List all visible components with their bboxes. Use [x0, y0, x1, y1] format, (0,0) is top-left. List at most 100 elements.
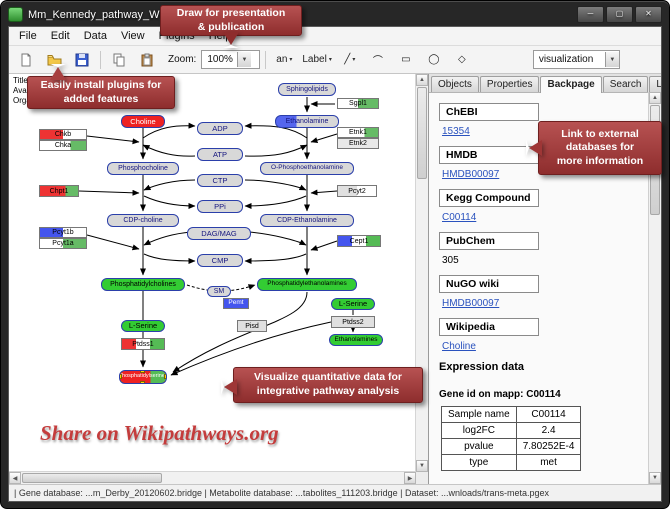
- pathway-node-ethanolamines[interactable]: Ethanolamines: [329, 334, 383, 346]
- menu-item-file[interactable]: File: [19, 30, 37, 42]
- scroll-up-icon[interactable]: ▲: [649, 92, 661, 104]
- paste-button[interactable]: [134, 49, 160, 71]
- ellipse-tool[interactable]: ◯: [428, 54, 440, 65]
- datanode-tool[interactable]: an▾: [276, 54, 293, 65]
- pathway-node-chka[interactable]: Chka: [39, 140, 87, 151]
- pathway-node-etnk2[interactable]: Etnk2: [337, 138, 379, 149]
- pathway-node-l_serine_left[interactable]: L-Serine: [121, 320, 165, 332]
- selection-handle[interactable]: [120, 371, 122, 373]
- arc-tool[interactable]: ⌒: [372, 56, 383, 67]
- close-button[interactable]: ✕: [635, 6, 662, 23]
- dropdown-arrow-icon[interactable]: ▾: [328, 57, 332, 63]
- selection-handle[interactable]: [164, 374, 166, 379]
- new-file-button[interactable]: [13, 49, 39, 71]
- pathway-node-cdp_ethanolamine[interactable]: CDP-Ethanolamine: [260, 214, 354, 227]
- canvas-horizontal-scrollbar[interactable]: ◀ ▶: [9, 471, 416, 484]
- open-file-button[interactable]: [41, 49, 67, 71]
- label-tool[interactable]: Label▾: [302, 54, 332, 65]
- db-link-wikipedia[interactable]: Choline: [442, 341, 476, 352]
- zoom-combobox[interactable]: 100% ▼: [201, 50, 261, 69]
- shape-tool[interactable]: ◇: [457, 54, 466, 65]
- pathway-node-etnk1[interactable]: Etnk1: [337, 127, 379, 138]
- pathway-node-pcyt1b[interactable]: Pcyt1b: [39, 227, 87, 238]
- pathway-node-phosphatidylcholines[interactable]: Phosphatidylcholines: [101, 278, 185, 291]
- scroll-left-icon[interactable]: ◀: [9, 472, 21, 484]
- tab-search[interactable]: Search: [602, 76, 649, 92]
- pathway-node-adp[interactable]: ADP: [197, 122, 243, 135]
- tab-objects[interactable]: Objects: [431, 76, 479, 92]
- scroll-down-icon[interactable]: ▼: [416, 460, 428, 472]
- pathway-node-sphingolipids[interactable]: Sphingolipids: [278, 83, 336, 96]
- minimize-button[interactable]: ─: [577, 6, 604, 23]
- pathway-node-cmp[interactable]: CMP: [197, 254, 243, 267]
- selection-handle[interactable]: [140, 371, 145, 373]
- tab-backpage[interactable]: Backpage: [540, 76, 602, 93]
- share-wikipathways-text: Share on Wikipathways.org: [40, 421, 279, 445]
- pathway-node-pcyt1a[interactable]: Pcyt1a: [39, 238, 87, 249]
- selection-handle[interactable]: [120, 381, 122, 383]
- new-file-icon: [21, 53, 31, 66]
- rectangle-tool[interactable]: ▭: [401, 54, 411, 65]
- pathway-node-phosphatidylethanolamines[interactable]: Phosphatidylethanolamines: [257, 278, 357, 291]
- scroll-right-icon[interactable]: ▶: [404, 472, 416, 484]
- selection-handle[interactable]: [120, 374, 122, 379]
- pathway-node-l_serine_right[interactable]: L-Serine: [331, 298, 375, 310]
- dropdown-arrow-icon[interactable]: ▾: [289, 57, 293, 63]
- menu-item-data[interactable]: Data: [83, 30, 107, 42]
- line-tool[interactable]: ╱▾: [344, 54, 356, 65]
- pathway-node-pcyt2[interactable]: Pcyt2: [337, 185, 377, 197]
- expression-cell: met: [515, 454, 582, 471]
- save-button[interactable]: [69, 49, 95, 71]
- maximize-button[interactable]: ▢: [606, 6, 633, 23]
- pathway-node-phosphatidylserines[interactable]: Phosphatidylserines: [119, 370, 167, 384]
- db-header-hmdb: HMDB: [439, 146, 539, 164]
- scroll-thumb[interactable]: [22, 473, 162, 483]
- pathway-node-choline[interactable]: Choline: [121, 115, 165, 128]
- pathway-node-ptdss1[interactable]: Ptdss1: [121, 338, 165, 350]
- selection-handle[interactable]: [164, 381, 166, 383]
- canvas-vertical-scrollbar[interactable]: ▲ ▼: [415, 74, 428, 472]
- pathway-node-ethanolamine[interactable]: Ethanolamine: [275, 115, 339, 128]
- db-link-kegg[interactable]: C00114: [442, 212, 477, 223]
- selection-handle[interactable]: [164, 371, 166, 373]
- db-link-chebi[interactable]: 15354: [442, 126, 470, 137]
- pathway-node-ppi[interactable]: PPi: [197, 200, 243, 213]
- tab-properties[interactable]: Properties: [479, 76, 540, 92]
- pathway-node-ptdss2[interactable]: Ptdss2: [331, 316, 375, 328]
- pathway-node-pemt[interactable]: Pemt: [223, 298, 249, 309]
- visualization-combobox[interactable]: visualization ▼: [532, 50, 620, 69]
- scroll-thumb[interactable]: [417, 87, 427, 179]
- pathway-node-cept1[interactable]: Cept1: [337, 235, 381, 247]
- copy-button[interactable]: [106, 49, 132, 71]
- visualization-dropdown-arrow-icon[interactable]: ▼: [604, 52, 619, 67]
- scroll-down-icon[interactable]: ▼: [649, 472, 661, 484]
- pathway-canvas[interactable]: Title:Availability:Organism: Sphingolipi…: [9, 74, 416, 472]
- pathway-node-sm[interactable]: SM: [207, 286, 231, 297]
- expression-cell: 7.80252E-4: [515, 438, 582, 455]
- menu-item-edit[interactable]: Edit: [50, 30, 70, 42]
- zoom-dropdown-arrow-icon[interactable]: ▼: [236, 52, 251, 67]
- pathway-node-ctp[interactable]: CTP: [197, 174, 243, 187]
- pathway-node-chkb[interactable]: Chkb: [39, 129, 87, 140]
- db-link-hmdb[interactable]: HMDB00097: [442, 169, 500, 180]
- menu-item-view[interactable]: View: [120, 30, 145, 42]
- pathway-node-atp[interactable]: ATP: [197, 148, 243, 161]
- status-bar: | Gene database: ...m_Derby_20120602.bri…: [9, 484, 661, 501]
- pathway-node-cdp_choline[interactable]: CDP-choline: [107, 214, 179, 227]
- pathway-node-o_phosphoethanolamine[interactable]: O-Phosphoethanolamine: [260, 162, 354, 175]
- tab-legend[interactable]: Legend: [649, 76, 661, 92]
- pathway-node-phosphocholine[interactable]: Phosphocholine: [107, 162, 179, 175]
- dropdown-arrow-icon[interactable]: ▾: [352, 57, 356, 63]
- db-link-nugo[interactable]: HMDB00097: [442, 298, 500, 309]
- pathway-node-pisd[interactable]: Pisd: [237, 320, 267, 332]
- pathway-node-sgpl1[interactable]: Sgpl1: [337, 98, 379, 109]
- pathway-node-chpt1[interactable]: Chpt1: [39, 185, 79, 197]
- selection-handle[interactable]: [140, 381, 145, 383]
- pathway-node-dag_mag[interactable]: DAG/MAG: [187, 227, 251, 240]
- scroll-up-icon[interactable]: ▲: [416, 74, 428, 86]
